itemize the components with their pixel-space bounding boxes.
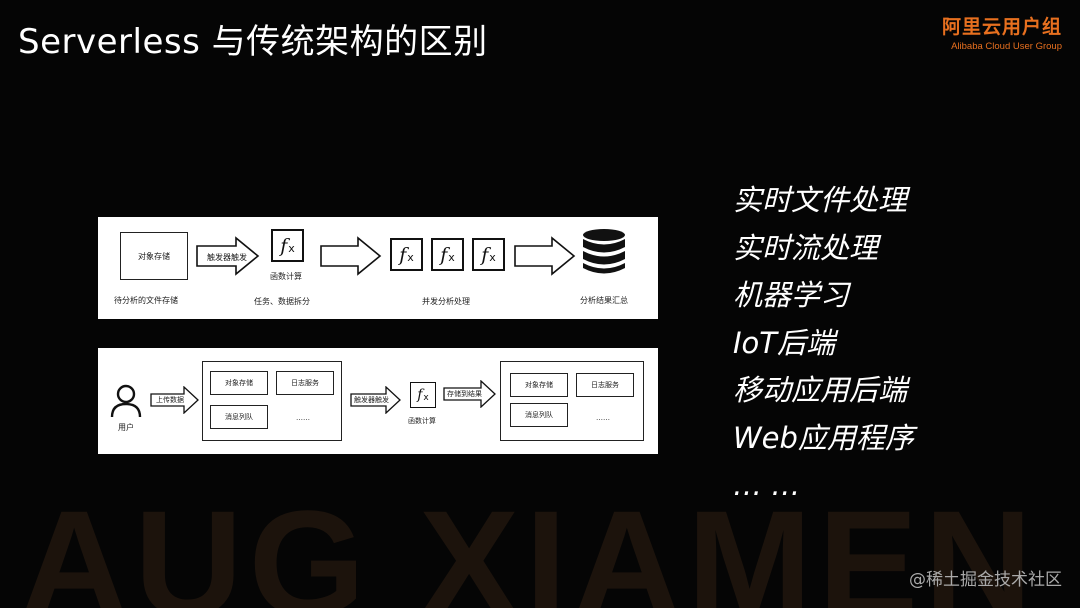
use-case-item: IoT后端	[733, 325, 836, 360]
store-arrow-icon	[443, 380, 496, 408]
user-caption: 用户	[118, 423, 134, 432]
result-more: ……	[596, 414, 610, 422]
trigger-arrow-2-icon	[350, 386, 401, 414]
source-object-storage: 对象存储	[210, 371, 268, 395]
object-storage-label: 对象存储	[138, 251, 170, 261]
use-case-item: 移动应用后端	[733, 373, 908, 407]
result-log-service: 日志服务	[576, 373, 634, 397]
object-storage-box: 对象存储	[120, 232, 188, 280]
source-log-service: 日志服务	[276, 371, 334, 395]
arrow-to-summary-icon	[514, 236, 576, 276]
summary-caption: 分析结果汇总	[580, 296, 628, 305]
trigger-arrow-2-label: 触发器触发	[354, 396, 389, 404]
source-message-queue: 消息列队	[210, 405, 268, 429]
use-case-item: 实时流处理	[733, 230, 879, 265]
parallel-caption: 并发分析处理	[422, 297, 470, 306]
user-icon	[110, 384, 142, 418]
source-more: ……	[296, 414, 310, 422]
upload-arrow-label: 上传数据	[156, 396, 184, 404]
use-case-item: 实时文件处理	[733, 183, 908, 217]
use-case-item: 机器学习	[733, 278, 850, 312]
result-message-queue: 消息列队	[510, 403, 568, 427]
store-arrow-label: 存储到结果	[447, 390, 482, 398]
brand-logo: 阿里云用户组 Alibaba Cloud User Group	[942, 12, 1062, 52]
fx-caption-2: 函数计算	[408, 417, 436, 425]
use-case-list: 实时文件处理 实时流处理 机器学习 IoT后端 移动应用后端 Web应用程序 ……	[733, 180, 914, 513]
footer-watermark: @稀土掘金技术社区	[909, 570, 1062, 590]
trigger-arrow-icon	[196, 236, 260, 276]
use-case-item: Web应用程序	[733, 420, 914, 455]
arrow-to-parallel-icon	[320, 236, 382, 276]
slide-title: Serverless 与传统架构的区别	[18, 22, 488, 62]
use-case-item: … …	[733, 468, 801, 502]
trigger-arrow-label: 触发器触发	[207, 253, 247, 262]
logo-en-text: Alibaba Cloud User Group	[951, 41, 1062, 52]
upload-arrow-icon	[150, 386, 199, 414]
result-object-storage: 对象存储	[510, 373, 568, 397]
split-caption: 任务、数据拆分	[254, 297, 310, 306]
fx-caption: 函数计算	[270, 272, 302, 281]
logo-cn-text: 阿里云用户组	[941, 16, 1062, 38]
background-watermark: AUG XIAMEN	[20, 479, 1039, 608]
storage-caption: 待分析的文件存储	[114, 296, 178, 305]
database-icon	[583, 229, 625, 274]
